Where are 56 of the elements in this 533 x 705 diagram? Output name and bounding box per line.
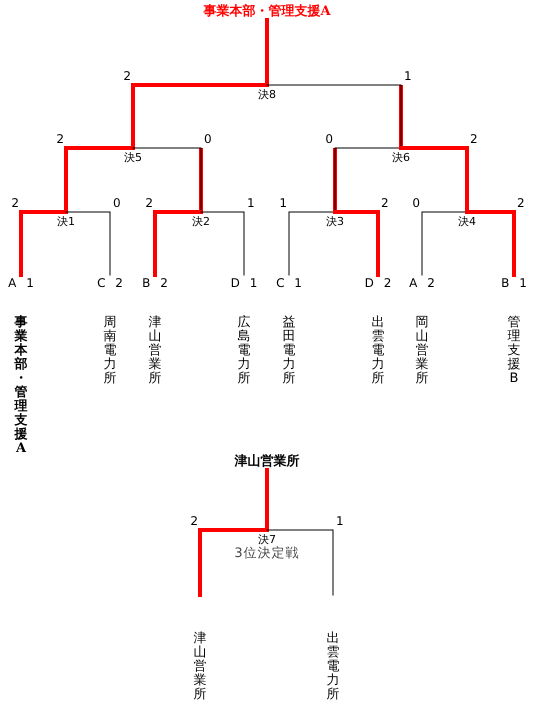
bracket-line: [66, 212, 110, 276]
seed-label: A 2: [409, 276, 435, 290]
match-label: 決7: [258, 533, 276, 546]
score-label: 2: [123, 70, 131, 83]
bracket-line: [334, 148, 402, 212]
score-label: 2: [56, 133, 64, 146]
team-name: 管理支援B: [507, 316, 521, 386]
score-label: 2: [190, 515, 198, 528]
bracket-line: [422, 212, 468, 276]
score-label: 1: [279, 197, 287, 210]
bracket-line: [333, 210, 380, 277]
bracket-line: [465, 210, 516, 277]
seed-label: C 2: [97, 276, 123, 290]
bracket-line: [153, 210, 203, 277]
match-label: 決6: [392, 151, 410, 164]
team-name: 出雲電力所: [326, 632, 340, 702]
seed-label: B 2: [142, 276, 168, 290]
seed-label: C 1: [276, 276, 302, 290]
seed-label: A 1: [8, 276, 34, 290]
score-label: 0: [204, 133, 212, 146]
bracket-line: [200, 212, 244, 276]
seed-label: B 1: [501, 276, 527, 290]
score-label: 0: [113, 197, 121, 210]
score-label: 1: [404, 70, 412, 83]
score-label: 2: [145, 197, 153, 210]
winner-name: 津山営業所: [234, 454, 300, 470]
match-label: 決1: [57, 215, 75, 228]
match-label: 決4: [458, 215, 476, 228]
score-label: 1: [247, 197, 255, 210]
team-name: 津山営業所: [193, 632, 207, 702]
match-label: 決3: [326, 215, 344, 228]
score-label: 2: [381, 197, 389, 210]
bracket-line: [132, 148, 202, 212]
score-label: 2: [11, 197, 19, 210]
winner-name: 事業本部・管理支援A: [203, 4, 331, 20]
team-name: 出雲電力所: [371, 316, 385, 386]
score-label: 0: [325, 133, 333, 146]
team-name: 周南電力所: [103, 316, 117, 386]
score-label: 2: [517, 197, 525, 210]
seed-label: D 2: [364, 276, 392, 290]
score-label: 2: [470, 133, 478, 146]
match-label: 決5: [124, 151, 142, 164]
match-label: 決2: [192, 215, 210, 228]
bracket-line: [266, 530, 334, 596]
team-name: 岡山営業所: [415, 316, 429, 386]
match-label: 決8: [258, 88, 276, 101]
team-name: 津山営業所: [148, 316, 162, 386]
team-name: 事業本部・管理支援A: [14, 316, 28, 456]
bracket-line: [288, 212, 336, 276]
team-name: 益田電力所: [282, 316, 296, 386]
score-label: 0: [412, 197, 420, 210]
seed-label: D 1: [230, 276, 258, 290]
team-name: 広島電力所: [237, 316, 251, 386]
bracket-line: [266, 84, 402, 148]
match-title: 3位決定戦: [234, 546, 300, 562]
score-label: 1: [336, 515, 344, 528]
